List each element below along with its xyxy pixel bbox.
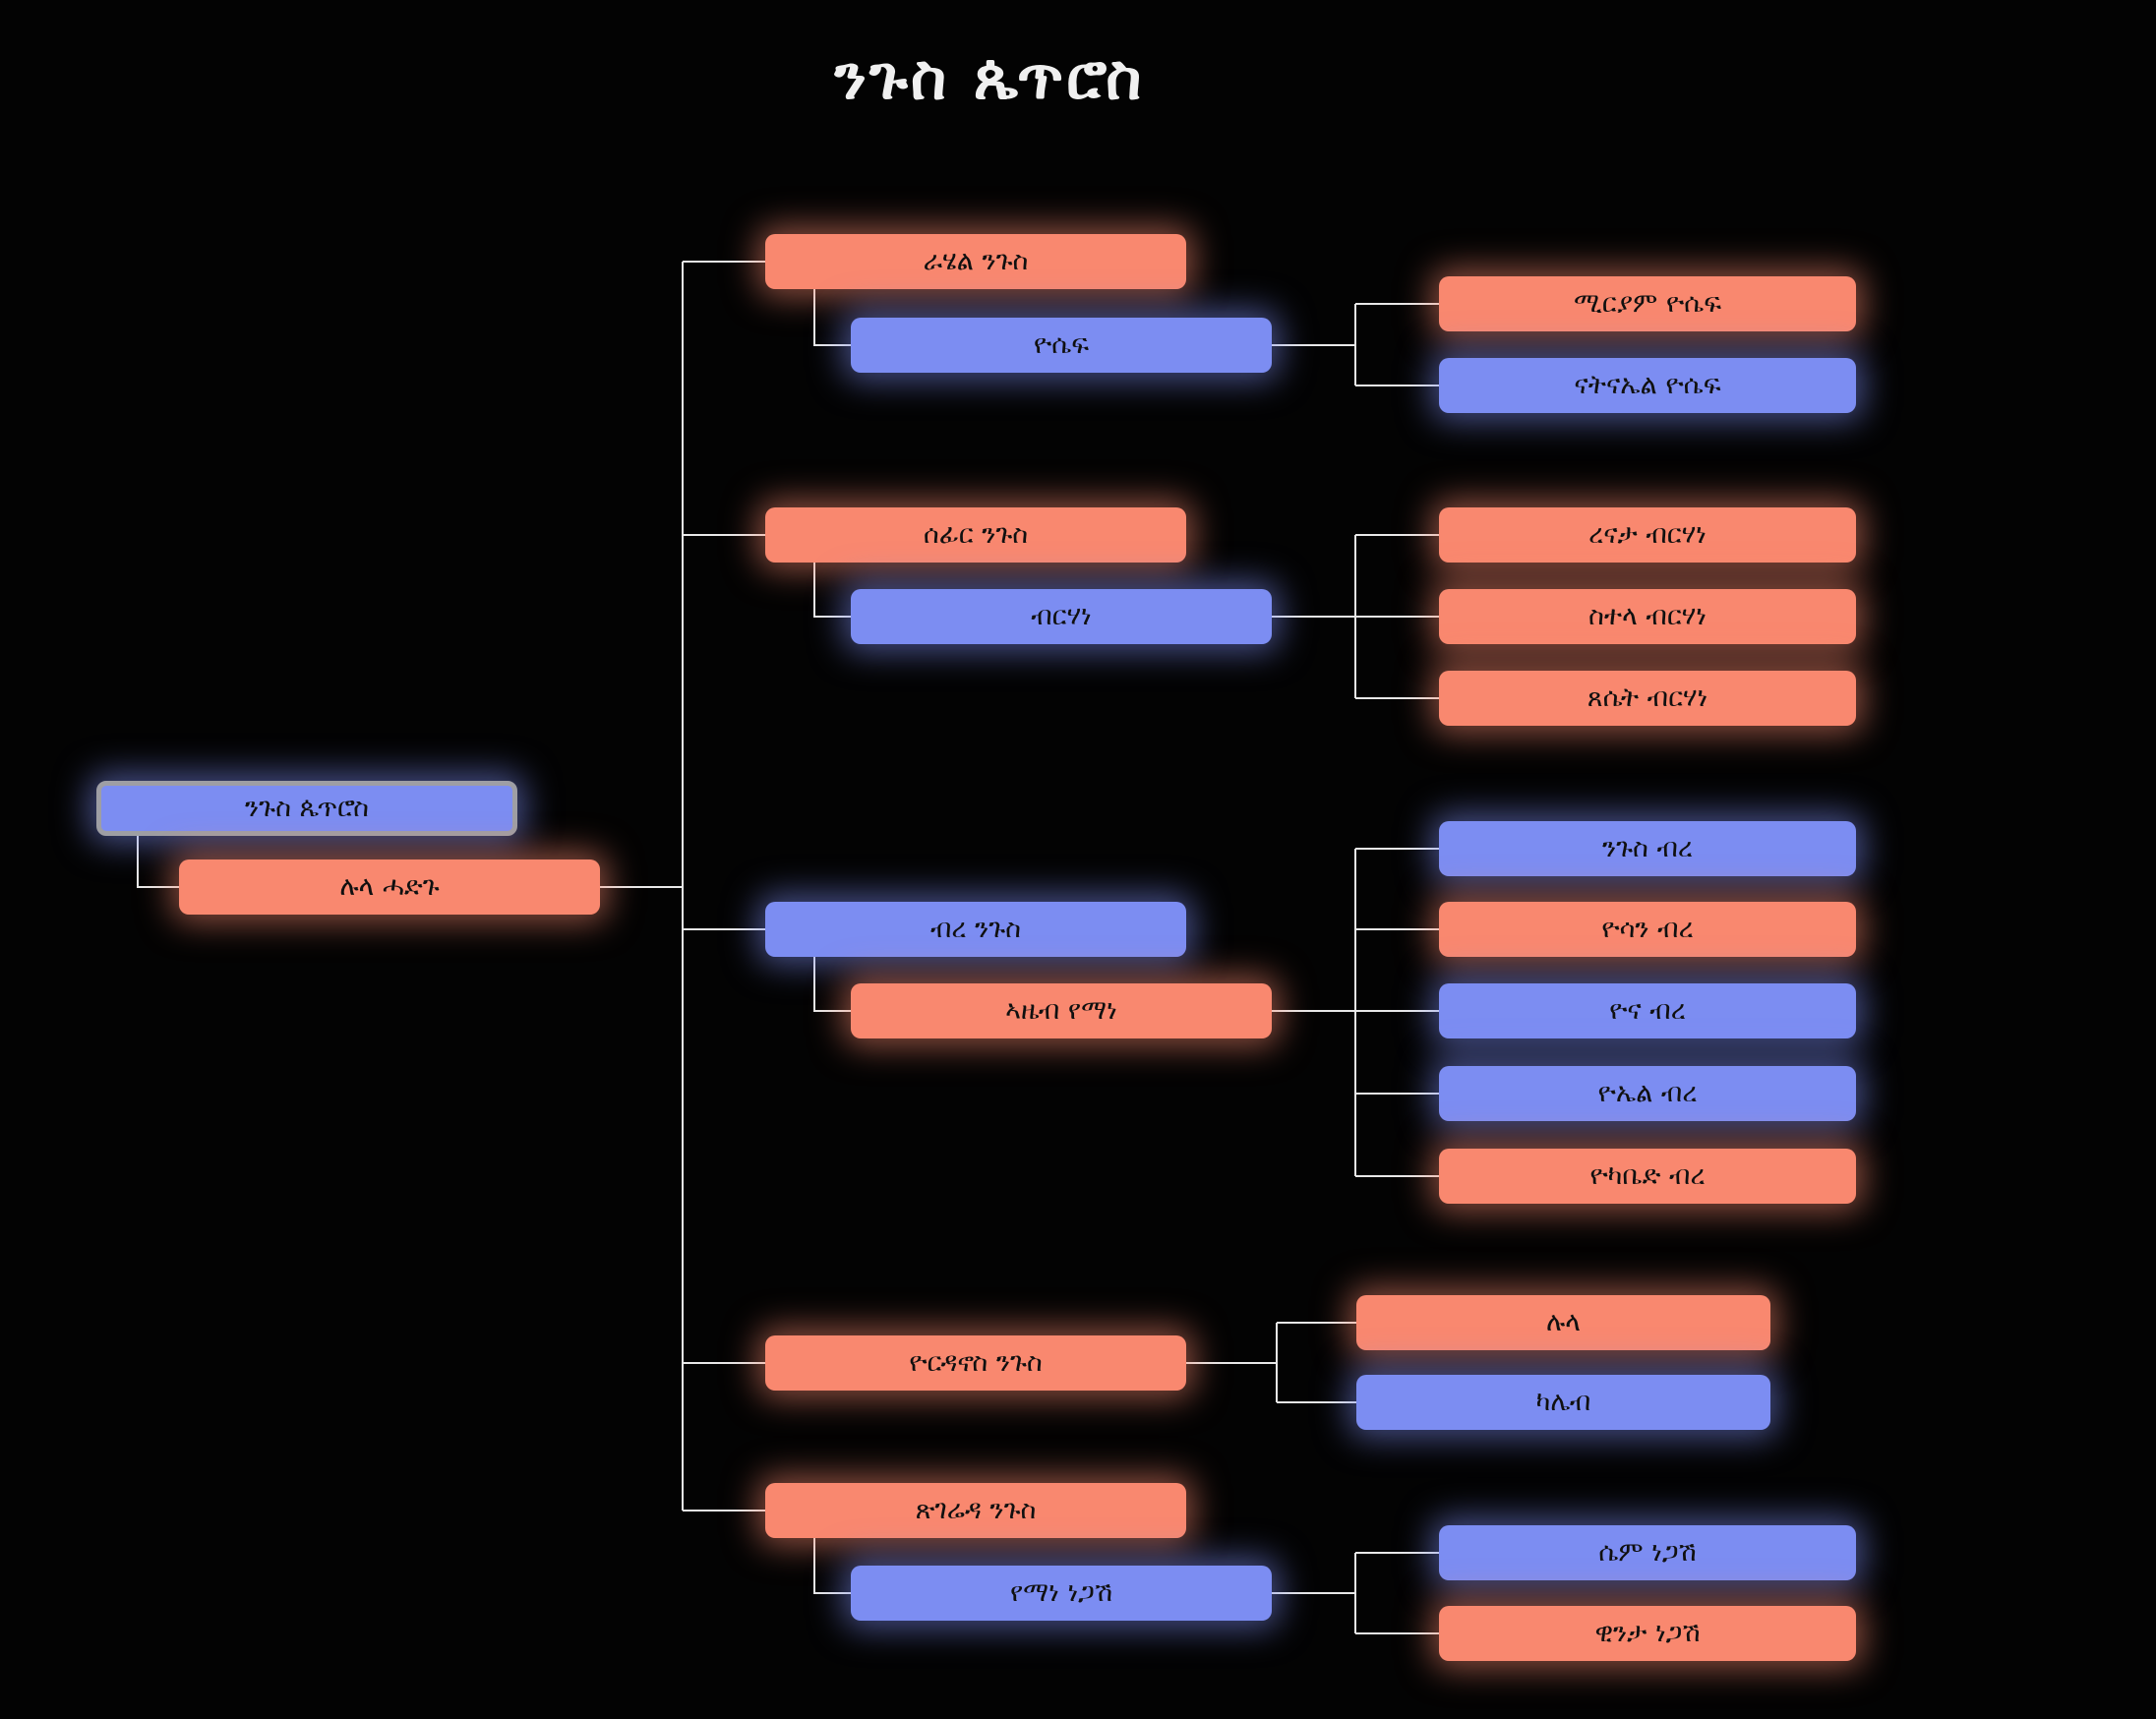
chart-title: ንጉስ ጴጥሮስ [834, 41, 1145, 113]
person-name: ረናታ ብርሃነ [1588, 519, 1707, 550]
person-name: ንጉስ ጴጥሮስ [245, 793, 369, 823]
person-name: ጸሴት ብርሃነ [1587, 682, 1708, 713]
person-name: ንጉስ ብረ [1601, 833, 1694, 863]
person-name: የማነ ነጋሽ [1009, 1577, 1113, 1608]
person-node-grandchild-2-1[interactable]: ረናታ ብርሃነ [1439, 507, 1856, 563]
person-node-grandchild-5-1[interactable]: ሴም ነጋሽ [1439, 1525, 1856, 1580]
person-node-child-4[interactable]: ዮርዳኖስ ንጉስ [765, 1335, 1186, 1391]
person-node-grandchild-2-3[interactable]: ጸሴት ብርሃነ [1439, 671, 1856, 726]
person-name: ዮርዳኖስ ንጉስ [909, 1347, 1043, 1378]
person-node-grandchild-2-2[interactable]: ስተላ ብርሃነ [1439, 589, 1856, 644]
person-node-child-1[interactable]: ራሄል ንጉስ [765, 234, 1186, 289]
person-name: ሴም ነጋሽ [1598, 1537, 1697, 1568]
person-name: ራሄል ንጉስ [923, 246, 1029, 276]
person-node-child-2[interactable]: ሰፊር ንጉስ [765, 507, 1186, 563]
person-node-grandchild-1-2[interactable]: ናትናኤል ዮሴፍ [1439, 358, 1856, 413]
person-node-grandchild-4-1[interactable]: ሉላ [1356, 1295, 1770, 1350]
person-name: ዊንታ ነጋሽ [1594, 1618, 1701, 1648]
person-name: ዮካቤድ ብረ [1589, 1160, 1706, 1191]
person-node-grandchild-1-1[interactable]: ሚርያም ዮሴፍ [1439, 276, 1856, 331]
person-name: ጽገሬዳ ንጉስ [915, 1495, 1037, 1525]
person-name: ሚርያም ዮሴፍ [1573, 288, 1722, 319]
person-name: ካሌብ [1535, 1387, 1591, 1417]
person-name: ብርሃነ [1031, 601, 1092, 631]
person-node-root[interactable]: ንጉስ ጴጥሮስ [96, 781, 517, 836]
person-name: ናትናኤል ዮሴፍ [1574, 370, 1721, 400]
person-node-grandchild-3-1[interactable]: ንጉስ ብረ [1439, 821, 1856, 876]
person-name: ስተላ ብርሃነ [1588, 601, 1707, 631]
person-node-spouse-5[interactable]: የማነ ነጋሽ [851, 1566, 1272, 1621]
person-node-grandchild-3-4[interactable]: ዮኤል ብረ [1439, 1066, 1856, 1121]
person-node-grandchild-3-2[interactable]: ዮሳን ብረ [1439, 902, 1856, 957]
person-node-grandchild-3-5[interactable]: ዮካቤድ ብረ [1439, 1149, 1856, 1204]
person-node-child-5[interactable]: ጽገሬዳ ንጉስ [765, 1483, 1186, 1538]
person-node-grandchild-4-2[interactable]: ካሌብ [1356, 1375, 1770, 1430]
person-name: ዮኤል ብረ [1597, 1078, 1698, 1108]
person-name: ኣዜብ የማነ [1005, 995, 1117, 1026]
person-node-root-spouse[interactable]: ሉላ ሓድጉ [179, 860, 600, 915]
person-node-spouse-1[interactable]: ዮሴፍ [851, 318, 1272, 373]
person-name: ሰፊር ንጉስ [923, 519, 1029, 550]
connector-lines [137, 261, 1439, 1634]
person-name: ሉላ [1546, 1307, 1581, 1337]
person-name: ዮሴፍ [1033, 329, 1090, 360]
person-node-grandchild-5-2[interactable]: ዊንታ ነጋሽ [1439, 1606, 1856, 1661]
person-node-grandchild-3-3[interactable]: ዮና ብረ [1439, 983, 1856, 1038]
person-node-spouse-3[interactable]: ኣዜብ የማነ [851, 983, 1272, 1038]
person-node-child-3[interactable]: ብረ ንጉስ [765, 902, 1186, 957]
person-name: ዮሳን ብረ [1601, 914, 1694, 944]
person-name: ዮና ብረ [1609, 995, 1686, 1026]
person-node-spouse-2[interactable]: ብርሃነ [851, 589, 1272, 644]
person-name: ብረ ንጉስ [929, 914, 1022, 944]
person-name: ሉላ ሓድጉ [339, 871, 440, 902]
